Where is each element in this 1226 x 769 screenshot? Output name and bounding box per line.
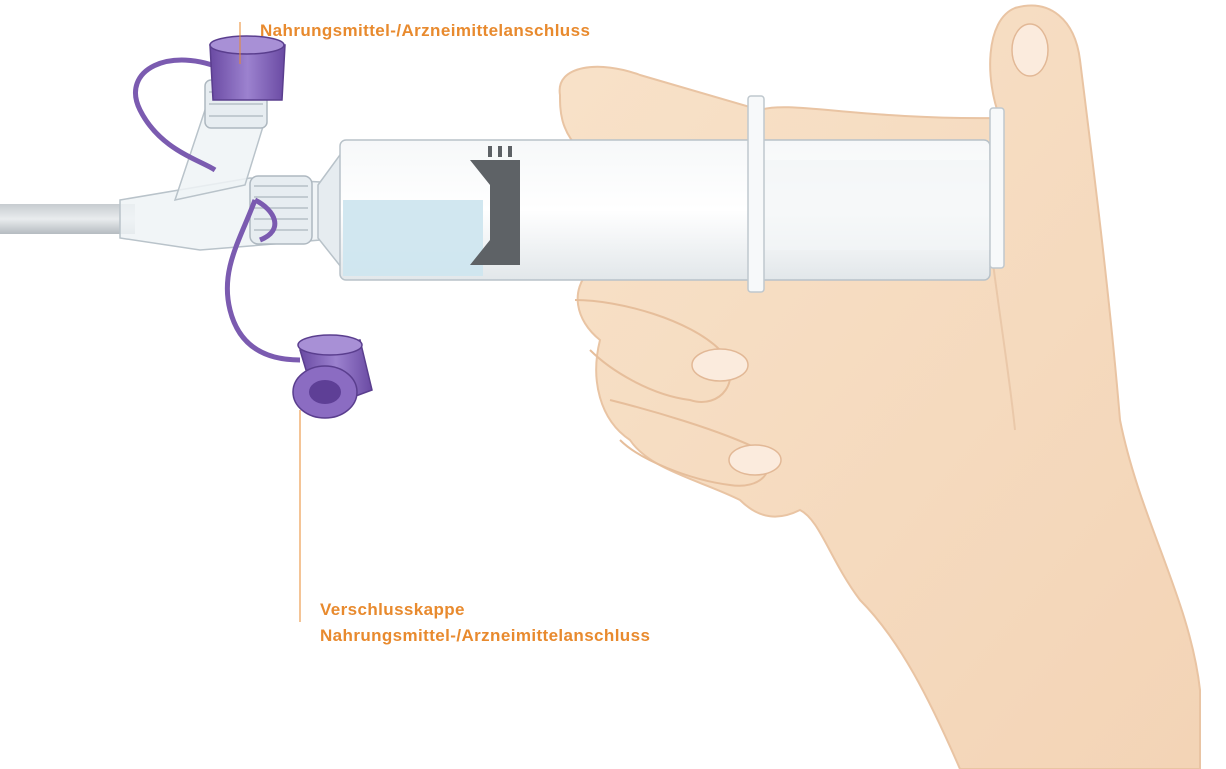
feeding-port-label: Nahrungsmittel-/Arzneimittelanschluss bbox=[260, 18, 590, 44]
feeding-port-label-text: Nahrungsmittel-/Arzneimittelanschluss bbox=[260, 18, 590, 44]
cap-label-line1: Verschlusskappe bbox=[320, 597, 650, 623]
y-connector bbox=[120, 80, 320, 250]
cap-label: Verschlusskappe Nahrungsmittel-/Arzneimi… bbox=[320, 597, 650, 649]
extension-tube bbox=[0, 204, 135, 234]
hand bbox=[560, 6, 1200, 769]
cap-label-line2: Nahrungsmittel-/Arzneimittelanschluss bbox=[320, 623, 650, 649]
